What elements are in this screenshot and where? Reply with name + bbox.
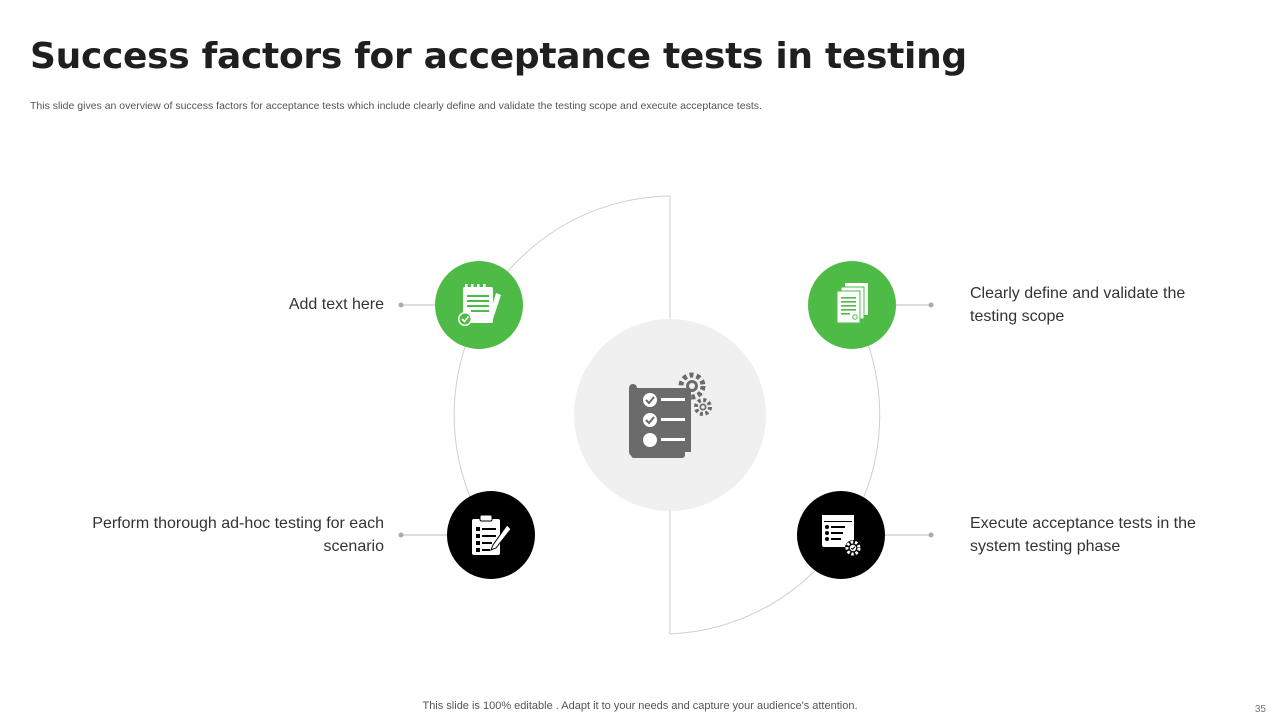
center-hub bbox=[574, 319, 766, 511]
clipboard-pen-icon bbox=[472, 514, 512, 555]
factor-node-3 bbox=[447, 491, 535, 579]
factor-node-4 bbox=[797, 491, 885, 579]
factor-node-1 bbox=[435, 261, 523, 349]
page-number: 35 bbox=[1254, 704, 1266, 715]
factor-1-text: Add text here bbox=[288, 296, 384, 313]
slide-title: Success factors for acceptance tests in … bbox=[30, 36, 967, 77]
documents-stack-icon bbox=[836, 283, 868, 324]
factor-2-text: Clearly define and validate the testing … bbox=[970, 285, 1186, 325]
slide-footer: This slide is 100% editable . Adapt it t… bbox=[422, 700, 858, 712]
slide-subtitle: This slide gives an overview of success … bbox=[30, 100, 762, 112]
factor-4-text: Execute acceptance tests in the system t… bbox=[970, 515, 1196, 555]
notepad-checklist-icon bbox=[458, 284, 501, 326]
factor-node-2 bbox=[808, 261, 896, 349]
connector-3 bbox=[398, 532, 448, 538]
connector-1 bbox=[398, 302, 436, 308]
factor-3-text: Perform thorough ad-hoc testing for each… bbox=[92, 515, 384, 555]
checklist-gears-icon bbox=[629, 372, 712, 458]
connector-4 bbox=[884, 532, 934, 538]
connector-2 bbox=[896, 302, 934, 308]
checklist-gear-icon bbox=[822, 515, 861, 556]
